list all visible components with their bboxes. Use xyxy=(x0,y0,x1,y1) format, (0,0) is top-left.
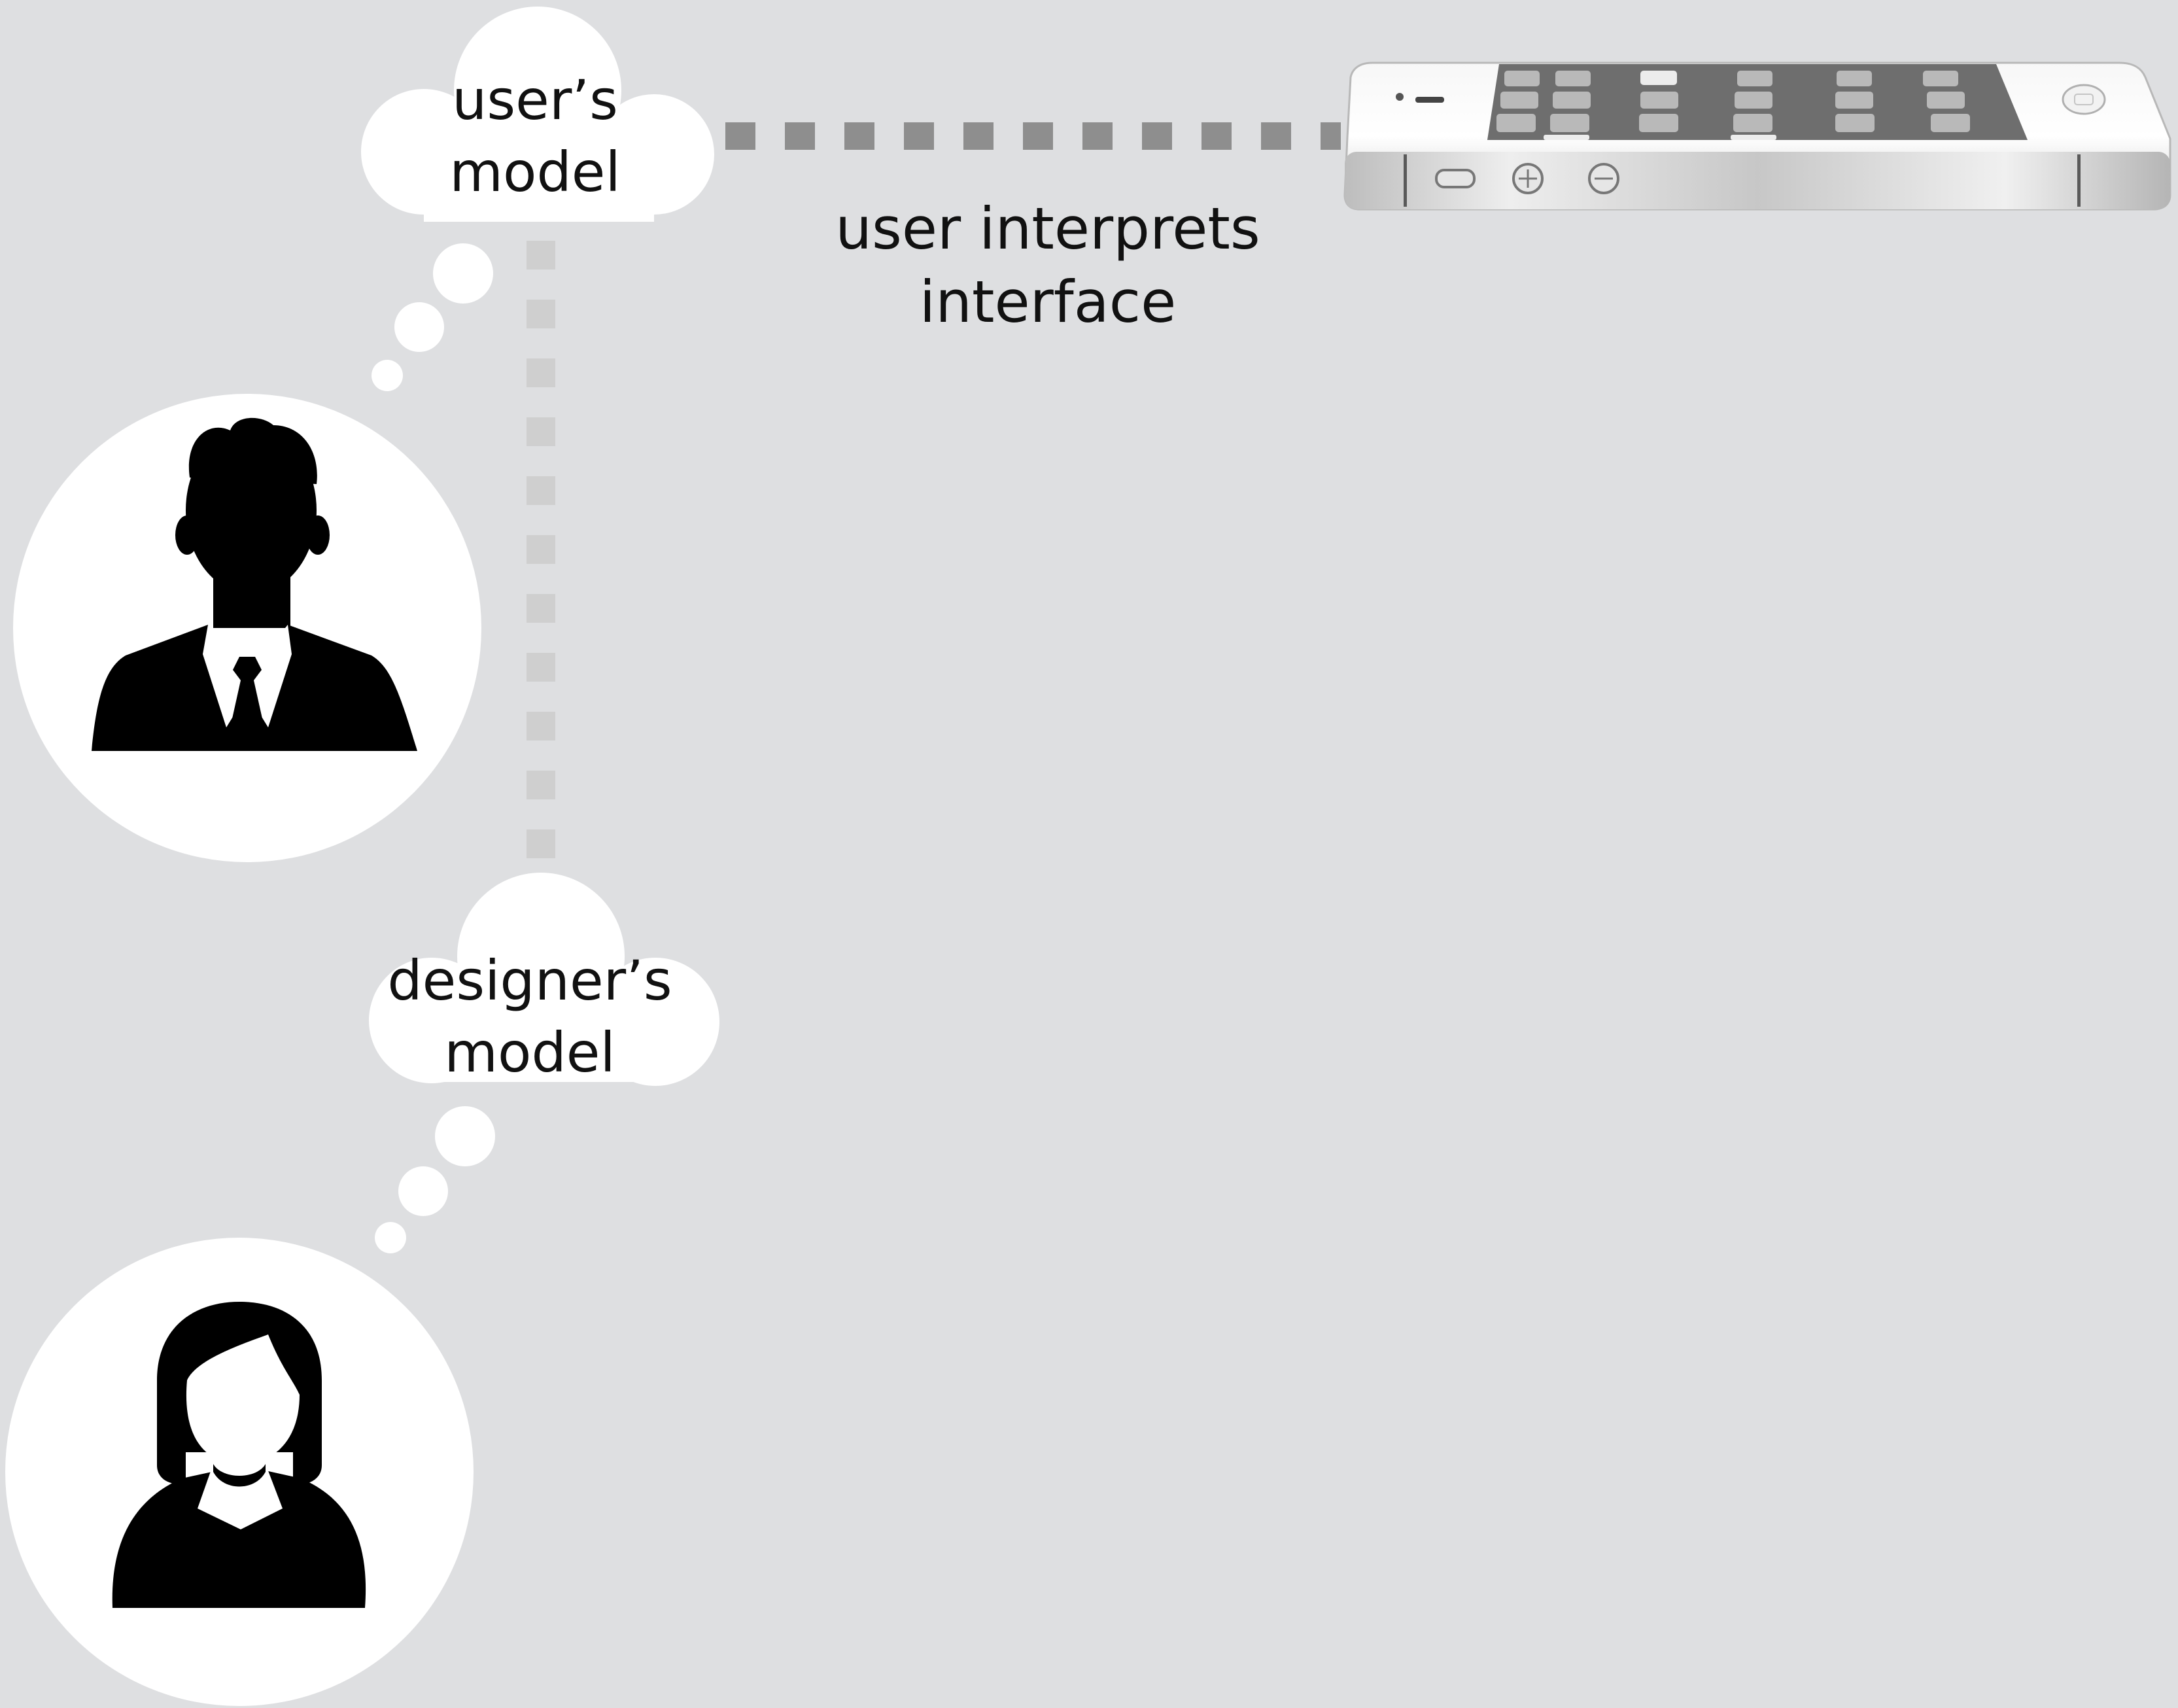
businessman-icon xyxy=(92,417,417,751)
woman-neck xyxy=(213,1464,266,1487)
shirt-collar xyxy=(203,625,292,727)
woman-neckline xyxy=(198,1464,283,1529)
interaction-label-line2: interface xyxy=(920,268,1176,336)
designer-model-cloud xyxy=(369,873,719,1253)
woman-face xyxy=(186,1334,300,1464)
user-model-cloud xyxy=(361,7,714,391)
tie-icon xyxy=(230,657,264,739)
user-model-label-line2: model xyxy=(449,140,621,204)
user-model-label-line1: user’s xyxy=(452,68,618,132)
designer-model-label-line1: designer’s xyxy=(387,949,672,1013)
interaction-label-line1: user interprets xyxy=(835,195,1260,262)
smartphone-icon xyxy=(1343,61,2171,211)
designer-model-label-line2: model xyxy=(444,1020,615,1085)
